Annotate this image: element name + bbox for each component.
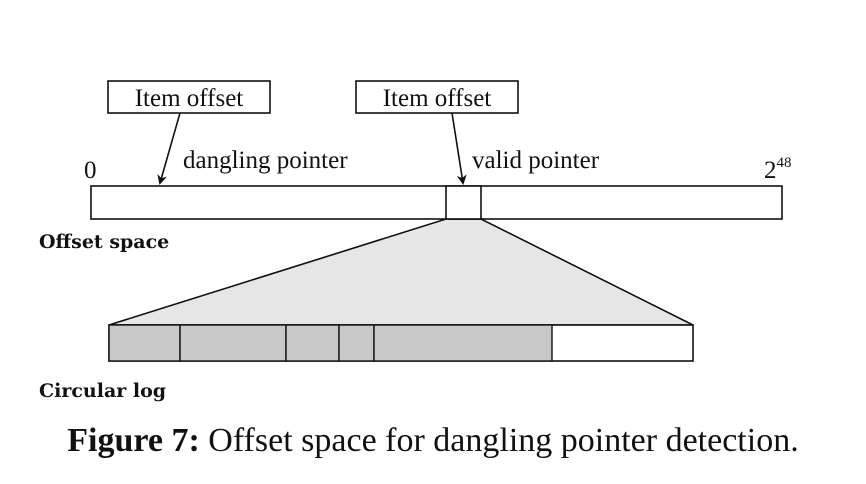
log-entry: [108, 324, 181, 362]
log-entry: [285, 324, 340, 362]
dangling-pointer-arrow: [157, 112, 181, 185]
max-offset-label: 248: [764, 155, 792, 184]
log-entry: [179, 324, 287, 362]
offset-space-bar: [90, 185, 783, 220]
offset-space-label: Offset space: [39, 231, 169, 253]
figure-caption: Figure 7: Offset space for dangling poin…: [0, 422, 866, 460]
valid-pointer-arrow: [451, 112, 467, 185]
valid-pointer-label: valid pointer: [472, 147, 600, 174]
item-offset-label-left: Item offset: [135, 85, 244, 112]
zero-label: 0: [84, 157, 97, 184]
log-entry: [338, 324, 375, 362]
caption-prefix: Figure 7:: [67, 422, 200, 459]
circular-log-label: Circular log: [39, 380, 166, 402]
valid-window: [445, 185, 482, 220]
item-offset-box-left: [107, 80, 271, 114]
caption-text: Offset space for dangling pointer detect…: [208, 422, 799, 459]
dangling-pointer-label: dangling pointer: [183, 147, 348, 174]
offset-space-diagram: 0 248 Item offset Item offset dangling p…: [39, 80, 792, 402]
item-offset-label-right: Item offset: [383, 85, 492, 112]
log-entry: [373, 324, 553, 362]
zoom-funnel: [108, 218, 694, 326]
item-offset-box-right: [355, 80, 519, 114]
